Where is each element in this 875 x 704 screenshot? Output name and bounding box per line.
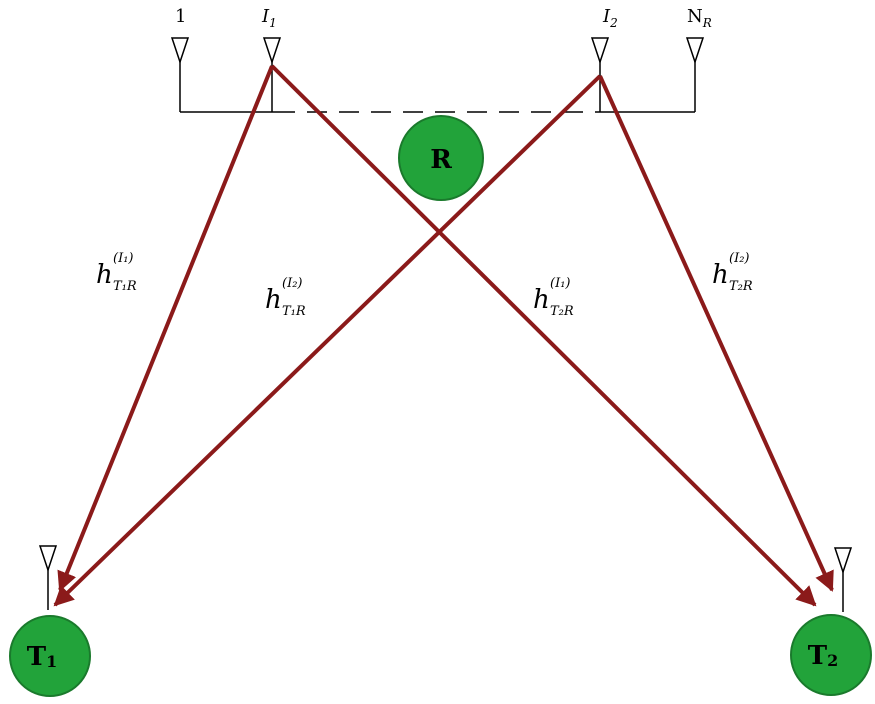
svg-text:T₂R: T₂R xyxy=(550,304,574,319)
svg-text:h: h xyxy=(96,260,113,290)
t1-antenna xyxy=(38,545,58,610)
t1-circle xyxy=(9,615,91,697)
svg-text:h: h xyxy=(712,260,729,290)
svg-text:h: h xyxy=(533,285,550,315)
antenna-icon xyxy=(833,547,853,575)
link-i2-to-t2 xyxy=(598,75,834,592)
relay-antenna-array: 1 I1 I2 xyxy=(170,6,712,113)
channel-label-t2-i2: h (I₂) T₂R xyxy=(712,251,753,294)
antenna-1: 1 xyxy=(170,6,190,112)
antenna-nr-label: NR xyxy=(687,6,712,30)
antenna-icon xyxy=(685,37,705,65)
channel-label-t2-i1: h (I₁) T₂R xyxy=(533,276,574,319)
link-i1-to-t1 xyxy=(57,65,274,592)
svg-text:(I₂): (I₂) xyxy=(282,276,303,291)
relay-circle xyxy=(398,115,484,201)
t1-label: T1 xyxy=(27,642,58,672)
antenna-1-label: 1 xyxy=(175,6,186,27)
relay-node: R xyxy=(398,115,484,201)
antenna-i2-label: I2 xyxy=(602,6,618,30)
node-t1: T1 xyxy=(9,615,91,697)
antenna-i1-label: I1 xyxy=(261,6,277,30)
channel-label-t1-i2: h (I₂) T₁R xyxy=(265,276,306,319)
channel-links xyxy=(53,64,834,607)
antenna-i2: I2 xyxy=(590,6,618,112)
svg-text:T₂R: T₂R xyxy=(729,279,753,294)
svg-text:h: h xyxy=(265,285,282,315)
svg-text:(I₁): (I₁) xyxy=(550,276,571,291)
antenna-icon xyxy=(170,37,190,65)
svg-text:T₁R: T₁R xyxy=(113,279,137,294)
antenna-icon xyxy=(38,545,58,573)
t2-antenna xyxy=(833,547,853,612)
svg-text:(I₂): (I₂) xyxy=(729,251,750,266)
link-i2-to-t1 xyxy=(53,74,602,607)
node-t2: T2 xyxy=(790,614,872,696)
t2-label: T2 xyxy=(808,641,839,671)
antenna-nr: NR xyxy=(685,6,712,112)
relay-label: R xyxy=(430,145,452,175)
t2-circle xyxy=(790,614,872,696)
channel-label-t1-i1: h (I₁) T₁R xyxy=(96,251,137,294)
antenna-i1: I1 xyxy=(261,6,282,112)
svg-text:T₁R: T₁R xyxy=(282,304,306,319)
link-i1-to-t2 xyxy=(270,64,817,607)
svg-text:(I₁): (I₁) xyxy=(113,251,134,266)
antenna-icon xyxy=(262,37,282,65)
antenna-icon xyxy=(590,37,610,65)
